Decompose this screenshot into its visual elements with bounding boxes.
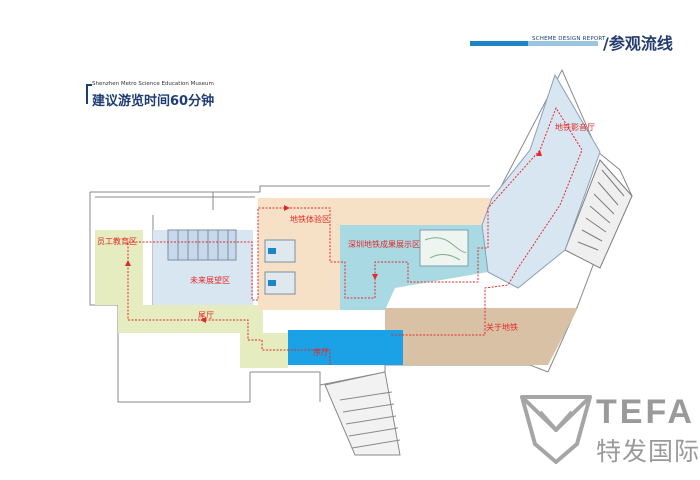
tefa-logo-mark bbox=[520, 395, 592, 464]
company-logo-text: TEFA bbox=[596, 393, 695, 431]
visit-duration-note: 建议游览时间60分钟 bbox=[92, 94, 215, 109]
label-future-vision: 未来展望区 bbox=[190, 275, 230, 285]
bottom-stairs bbox=[324, 371, 401, 456]
zone-tail-hall bbox=[118, 305, 263, 333]
label-shenzhen-achievements: 深圳地铁成果展示区 bbox=[348, 239, 420, 249]
caption-bracket-top bbox=[86, 84, 92, 86]
achievements-map-panel bbox=[419, 229, 469, 267]
caption-bracket bbox=[86, 84, 88, 104]
header-accent-bar bbox=[470, 41, 528, 46]
label-preface-hall: 序厅 bbox=[313, 347, 329, 357]
zone-metro-cinema bbox=[481, 73, 601, 289]
route-arrows bbox=[125, 150, 542, 323]
page-title: /参观流线 bbox=[603, 34, 673, 53]
future-vision-ramp bbox=[167, 229, 237, 261]
visitor-route bbox=[127, 106, 583, 365]
label-tail-hall: 尾厅 bbox=[198, 311, 214, 320]
zone-staff-education bbox=[95, 230, 143, 305]
label-metro-cinema: 地铁影音厅 bbox=[555, 122, 595, 132]
label-about-metro: 关于地铁 bbox=[486, 322, 518, 332]
zone-preface-hall bbox=[288, 330, 403, 365]
label-metro-experience: 地铁体验区 bbox=[290, 214, 330, 224]
zone-metro-experience bbox=[258, 198, 492, 310]
header-accent-bar-light bbox=[528, 41, 598, 46]
label-staff-education: 员工教育区 bbox=[97, 236, 137, 246]
company-logo-chinese: 特发国际 bbox=[596, 437, 700, 466]
museum-name: Shenzhen Metro Science Education Museum bbox=[92, 81, 214, 87]
report-subtitle: SCHEME DESIGN REPORT bbox=[532, 36, 606, 42]
zone-about-metro bbox=[385, 308, 578, 365]
metro-experience-exhibits bbox=[264, 239, 296, 295]
